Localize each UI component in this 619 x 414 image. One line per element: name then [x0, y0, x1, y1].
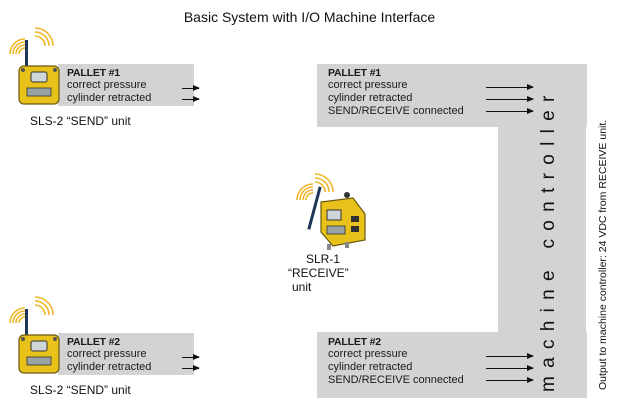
wireless-node-icon [9, 27, 60, 105]
output-block-pallet-1: PALLET #1 correct pressure cylinder retr… [328, 67, 464, 118]
output-note: Output to machine controller: 24 VDC fro… [597, 119, 609, 390]
receiver-model: SLR-1 [306, 252, 341, 266]
wireless-node-icon [9, 296, 60, 374]
receiver-label: SLR-1 “RECEIVE” unit [286, 252, 349, 294]
sender-panel-pallet-2 [58, 333, 194, 375]
sender-block-pallet-1: PALLET #1 correct pressure cylinder retr… [67, 67, 151, 105]
output-signal: correct pressure [328, 79, 408, 91]
diagram-title: Basic System with I/O Machine Interface [183, 9, 436, 25]
output-arrow [486, 365, 534, 371]
sender-pallet-title: PALLET #2 [67, 336, 120, 348]
sender-arrow [182, 96, 200, 102]
sender-unit-label: SLS-2 “SEND” unit [30, 114, 131, 128]
sender-signal: correct pressure [67, 348, 147, 360]
output-panel-pallet-2 [317, 332, 587, 398]
output-panel-pallet-1 [317, 64, 587, 127]
output-arrow [486, 84, 534, 90]
sender-arrow [182, 85, 200, 91]
sender-signal: cylinder retracted [67, 92, 152, 104]
receiver-role: “RECEIVE” [288, 266, 349, 280]
sender-arrow [182, 354, 200, 360]
output-arrow [486, 96, 534, 102]
wireless-gateway-icon [296, 173, 366, 250]
sender-panel-pallet-1 [58, 64, 194, 106]
sender-signal: cylinder retracted [67, 361, 152, 373]
output-arrow [486, 108, 534, 114]
output-arrow [486, 353, 534, 359]
output-signal: SEND/RECEIVE connected [328, 105, 464, 117]
receiver-suffix: unit [292, 280, 312, 294]
sender-pallet-title: PALLET #1 [67, 67, 120, 79]
output-block-pallet-2: PALLET #2 correct pressure cylinder retr… [328, 336, 464, 387]
sender-signal: correct pressure [67, 79, 147, 91]
output-signal: cylinder retracted [328, 92, 413, 104]
sender-arrow [182, 365, 200, 371]
output-signal: SEND/RECEIVE connected [328, 374, 464, 386]
output-pallet-title: PALLET #1 [328, 67, 381, 79]
sender-block-pallet-2: PALLET #2 correct pressure cylinder retr… [67, 336, 151, 374]
output-pallet-title: PALLET #2 [328, 336, 381, 348]
output-signal: correct pressure [328, 348, 408, 360]
machine-controller-label: machine controller [538, 87, 559, 392]
sender-unit-label: SLS-2 “SEND” unit [30, 383, 131, 397]
output-signal: cylinder retracted [328, 361, 413, 373]
output-arrow [486, 377, 534, 383]
